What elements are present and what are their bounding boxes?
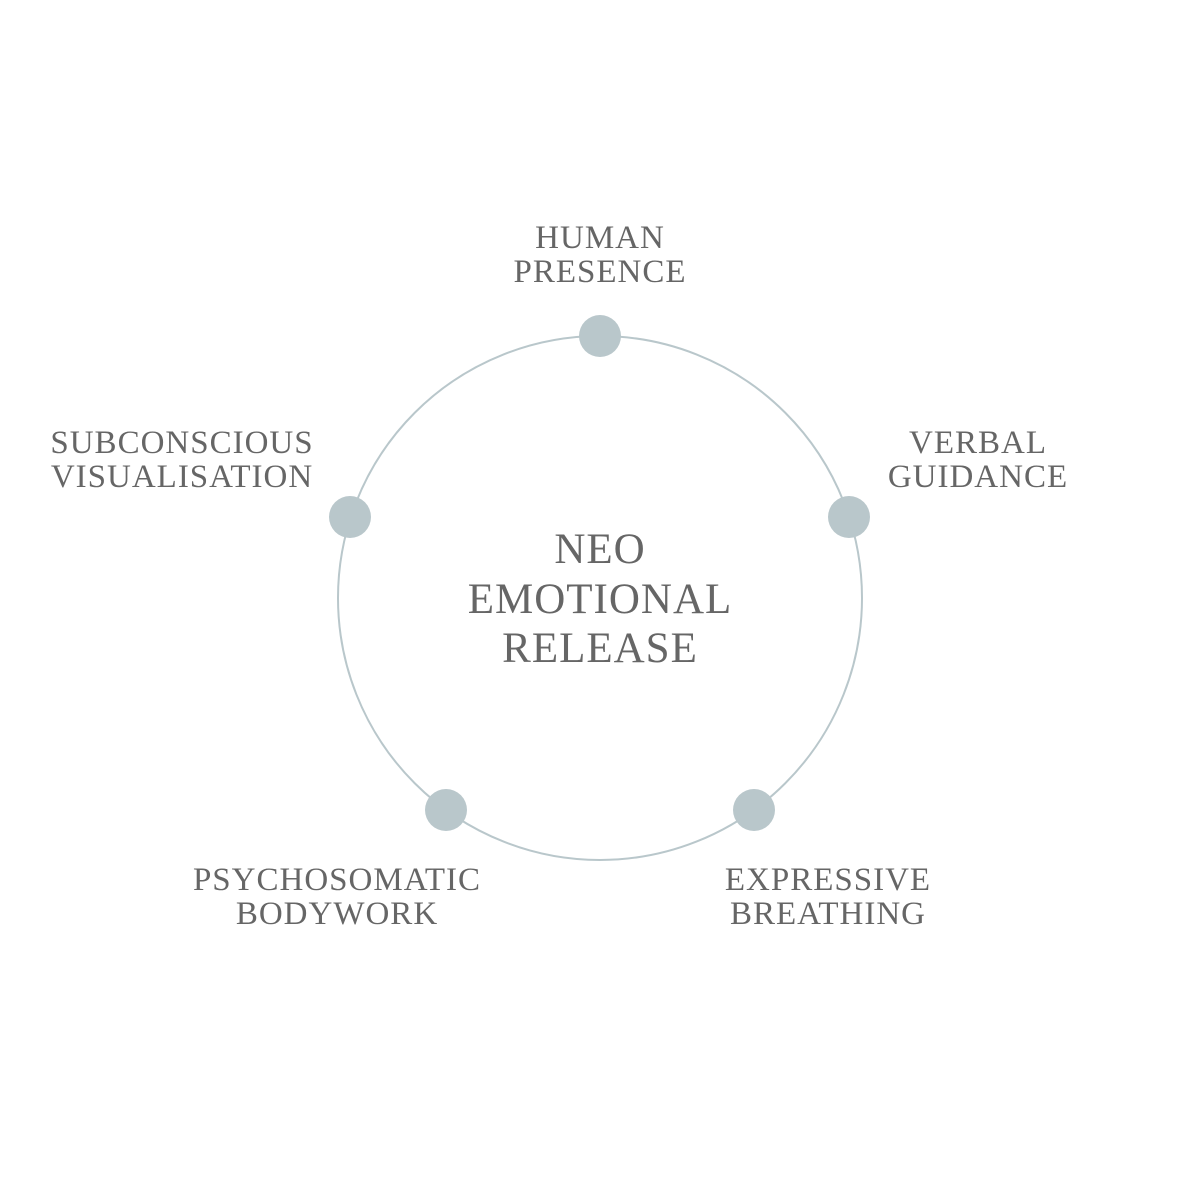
center-title-line-1: NEO — [554, 526, 645, 573]
node-label-breathing: BREATHING — [730, 896, 926, 932]
node-dot-subconscious-visualisation — [329, 496, 371, 538]
node-label-verbal: VERBAL — [909, 425, 1047, 461]
node-dot-verbal-guidance — [828, 496, 870, 538]
node-label-psychosomatic: PSYCHOSOMATIC — [193, 862, 481, 898]
node-label-expressive: EXPRESSIVE — [725, 862, 931, 898]
node-label-human: HUMAN — [535, 220, 665, 256]
node-label-bodywork: BODYWORK — [236, 896, 438, 932]
center-title-line-2: EMOTIONAL — [468, 576, 733, 623]
center-title-line-3: RELEASE — [502, 625, 698, 672]
node-dot-human-presence — [579, 315, 621, 357]
node-label-presence: PRESENCE — [513, 254, 686, 290]
node-label-guidance: GUIDANCE — [888, 459, 1068, 495]
node-dot-expressive-breathing — [733, 789, 775, 831]
node-label-visualisation: VISUALISATION — [51, 459, 313, 495]
node-dot-psychosomatic-bodywork — [425, 789, 467, 831]
node-label-subconscious: SUBCONSCIOUS — [50, 425, 313, 461]
